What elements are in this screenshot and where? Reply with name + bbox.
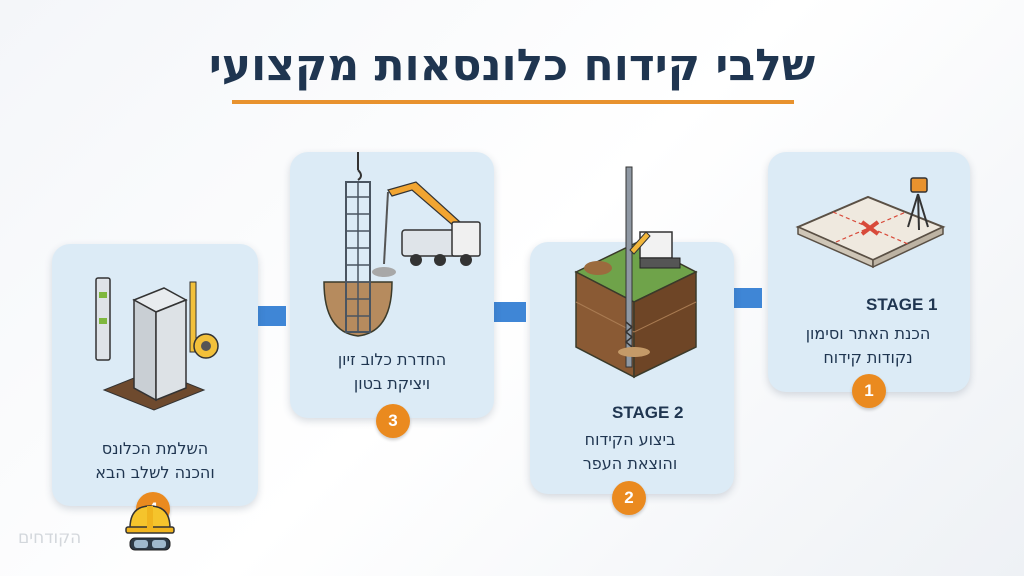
step-1-badge: 1 xyxy=(852,374,886,408)
completed-pile-illustration xyxy=(95,277,219,411)
step-4-line2: והכנה לשלב הבא xyxy=(95,463,215,482)
step-1-line1: הכנת האתר וסימון xyxy=(805,324,931,343)
step-3-line1: החדרת כלוב זיון xyxy=(337,350,447,369)
step-4-line1: השלמת הכלונס xyxy=(101,439,209,458)
step-3-badge: 3 xyxy=(376,404,410,438)
step-card-1 xyxy=(768,152,970,392)
step-2-line1: ביצוע הקידוח xyxy=(584,430,676,449)
stage-2-label: STAGE 2 xyxy=(612,403,684,422)
site-marking-illustration xyxy=(795,177,946,269)
watermark-text: הקודחים xyxy=(18,528,82,548)
hard-hat-logo-icon xyxy=(125,505,175,551)
title-underline xyxy=(232,100,794,104)
step-1-line2: נקודות קידוח xyxy=(823,348,913,367)
step-2-badge: 2 xyxy=(612,481,646,515)
stage-1-label: STAGE 1 xyxy=(866,295,938,314)
step-2-line2: והוצאת העפר xyxy=(582,454,678,473)
page-title: שלבי קידוח כלונסאות מקצועי xyxy=(208,40,816,91)
step-3-line2: ויציקת בטון xyxy=(353,374,431,393)
rebar-cage-concrete-illustration xyxy=(323,152,481,337)
drilling-rig-illustration xyxy=(574,166,698,379)
